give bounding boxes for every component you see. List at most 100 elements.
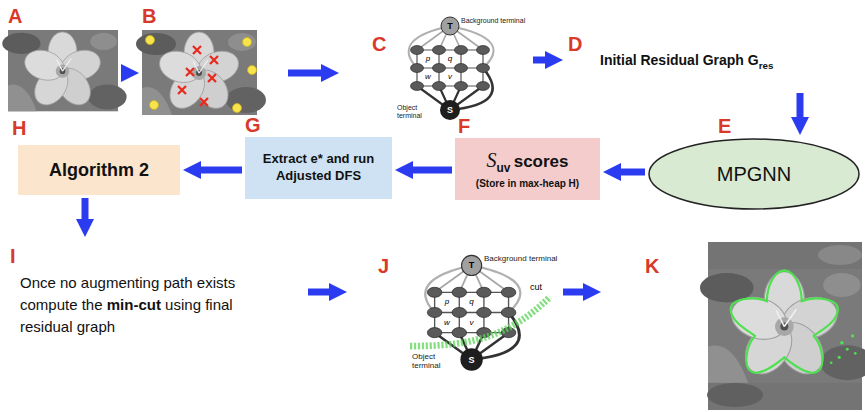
text-block: Initial Residual Graph Gres (600, 52, 773, 72)
step-letter: I (10, 245, 16, 267)
node-text: scores (514, 152, 569, 171)
text-block: C (372, 34, 386, 54)
text-block: S (469, 355, 475, 364)
text-block: Object terminal (397, 104, 433, 119)
flow-arrow (121, 70, 129, 77)
text-block: H (12, 118, 26, 138)
graph-panel: J Background terminalTcut p q w vS Object term… (350, 242, 560, 382)
step-letter: A (8, 5, 22, 27)
illustration-part (233, 104, 242, 113)
node-text: v (448, 72, 452, 81)
text-block: D (568, 34, 582, 54)
text-block: w (424, 73, 432, 81)
text-block: E (718, 116, 731, 136)
illustration-part (146, 36, 155, 45)
step-letter: F (458, 115, 470, 137)
flow-arrow (193, 167, 242, 174)
node-text: Extract e* and run Adjusted DFS (263, 151, 374, 183)
illustration-part (840, 341, 843, 344)
text-block: Background terminal (461, 17, 525, 25)
node-text: q (469, 297, 473, 306)
node-text: S (447, 105, 453, 115)
text-block: T (447, 22, 453, 31)
flow-arrow (613, 169, 645, 176)
node-text: res (759, 60, 774, 71)
node-text: Object terminal (412, 352, 440, 370)
illustration-part (838, 356, 841, 359)
box-body: MPGNN (648, 138, 860, 210)
node-text: v (470, 318, 474, 327)
image-panel: K (604, 242, 862, 410)
text-block: K (645, 256, 659, 276)
text-block: p (425, 55, 431, 63)
text-step: D Initial Residual Graph Gres (566, 20, 815, 90)
text-block: (Store in max-heap H) (476, 178, 579, 189)
input-image (2, 30, 126, 111)
node-text: Object terminal (397, 104, 422, 119)
image-panel: B (142, 30, 285, 118)
node-text: T (447, 21, 453, 31)
text-block: q (447, 55, 453, 63)
node-text: T (469, 260, 475, 270)
illustration-part (700, 269, 865, 383)
segmented-image (700, 242, 865, 410)
cut-graph-figure (410, 255, 550, 370)
node-text: Initial Residual Graph G (600, 52, 759, 68)
image-panel: A (8, 30, 118, 115)
text-block: A (8, 6, 22, 26)
flow-arrow (82, 198, 89, 227)
text-block: MPGNN (717, 163, 791, 186)
node-text: w (425, 72, 431, 81)
step-letter: C (372, 33, 386, 55)
flow-arrow (288, 70, 329, 77)
node-text: p (426, 54, 430, 63)
step-letter: E (718, 115, 731, 137)
ellipse-shape (649, 139, 859, 209)
step-letter: B (142, 5, 156, 27)
graph-figure (409, 17, 494, 120)
node-text: S (486, 149, 496, 171)
node-text: MPGNN (717, 163, 791, 185)
illustration-part (2, 30, 126, 111)
node-text: q (448, 54, 452, 63)
object-seeds (178, 46, 218, 106)
text-block: Suv scores (486, 149, 568, 174)
text-block: v (469, 319, 475, 327)
text-block: Algorithm 2 (49, 160, 149, 181)
node-text: w (444, 318, 450, 327)
flow-arrow (308, 289, 337, 296)
node-text: cut (530, 282, 542, 292)
text-block: q (468, 298, 474, 306)
text-block: w (443, 319, 451, 327)
text-block: v (447, 73, 453, 81)
text-block: S (447, 106, 453, 115)
process-box: GExtract e* and run Adjusted DFS (245, 137, 392, 199)
node-text: S (469, 354, 475, 364)
illustration-part (818, 245, 862, 265)
flow-arrow (797, 93, 804, 125)
process-box: FSuvscores(Store in max-heap H) (455, 138, 600, 200)
illustration-part (136, 30, 266, 115)
illustration-part (830, 361, 833, 364)
seeded-image (136, 30, 266, 115)
text-block: I (10, 246, 16, 266)
illustration-part (425, 255, 520, 370)
box-body: Algorithm 2 (18, 145, 180, 195)
illustration-part (700, 269, 865, 383)
text-block: p (444, 298, 450, 306)
illustration-part (150, 101, 159, 110)
illustration-part (851, 334, 854, 337)
flow-arrow (533, 57, 553, 64)
text-block: Background terminal (484, 255, 557, 264)
flow-arrow (405, 167, 452, 174)
step-letter: J (378, 255, 389, 277)
step-letter: D (568, 33, 582, 55)
node-text: (Store in max-heap H) (476, 178, 579, 189)
box-body: Extract e* and run Adjusted DFS (245, 137, 392, 199)
segment-outline (731, 270, 838, 373)
illustration-part (846, 348, 849, 351)
text-block: B (142, 6, 156, 26)
text-block: G (245, 115, 261, 135)
node-text: uv (496, 161, 510, 175)
